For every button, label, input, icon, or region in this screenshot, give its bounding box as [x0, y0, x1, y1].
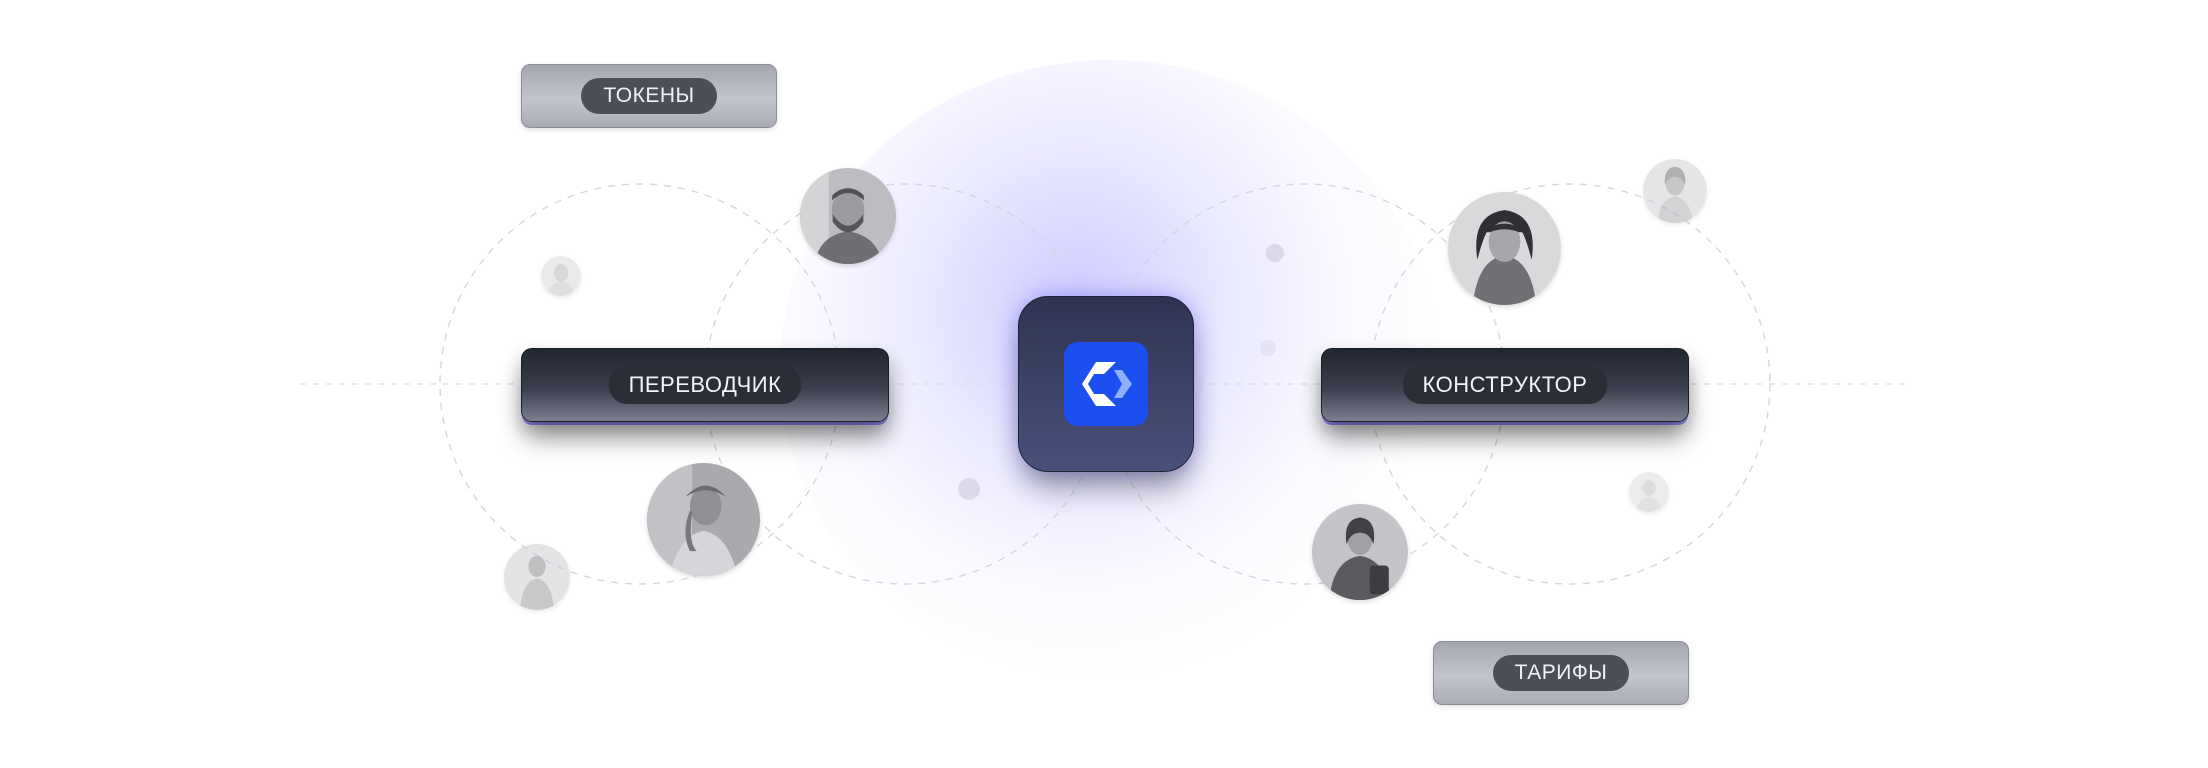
- builder-label: КОНСТРУКТОР: [1402, 366, 1608, 404]
- builder-card[interactable]: КОНСТРУКТОР: [1321, 348, 1689, 422]
- avatar-woman-jacket: [1312, 504, 1408, 600]
- avatar-woman-dark-hair: [1448, 192, 1561, 305]
- tariffs-label: ТАРИФЫ: [1492, 655, 1630, 691]
- decor-dot: [958, 478, 980, 500]
- avatar-small-right: [1629, 472, 1669, 512]
- avatar-man-beard: [800, 168, 896, 264]
- avatar-man-standing: [504, 544, 570, 610]
- center-app-tile[interactable]: [1018, 296, 1194, 472]
- translator-card[interactable]: ПЕРЕВОДЧИК: [521, 348, 889, 422]
- avatar-woman-hat: [647, 463, 760, 576]
- app-logo-icon: [1064, 342, 1148, 426]
- decor-dot: [1266, 244, 1284, 262]
- tariffs-card[interactable]: ТАРИФЫ: [1433, 641, 1689, 705]
- tokens-card[interactable]: ТОКЕНЫ: [521, 64, 777, 128]
- avatar-small-left: [541, 256, 581, 296]
- translator-label: ПЕРЕВОДЧИК: [608, 366, 802, 404]
- tokens-label: ТОКЕНЫ: [581, 78, 717, 114]
- avatar-top-right: [1643, 159, 1707, 223]
- decor-dot: [1260, 340, 1276, 356]
